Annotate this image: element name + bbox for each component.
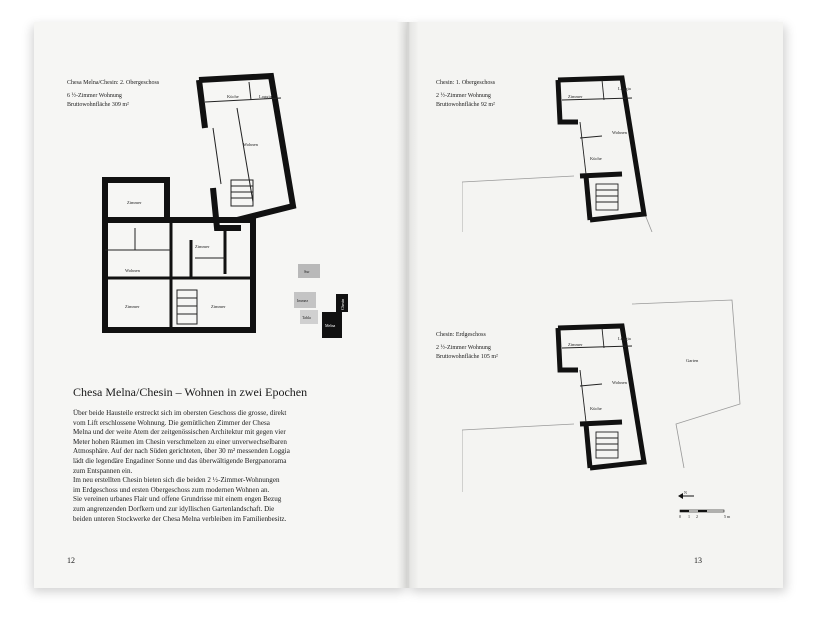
plan-label-kueche: Küche bbox=[227, 94, 239, 99]
page-number-right: 13 bbox=[694, 556, 702, 565]
scale-tick: 1 bbox=[688, 514, 690, 519]
left-caption-title: Chesa Melna/Chesin: 2. Obergeschoss bbox=[67, 80, 160, 86]
scale-tick: 5 m bbox=[724, 514, 731, 519]
body-line: Meter hohen Räumen im Chesin verschmelze… bbox=[73, 437, 287, 446]
body-line: lädt die legendäre Engadiner Sonne und d… bbox=[73, 456, 287, 465]
site-label-tabla: Tabla bbox=[302, 315, 311, 320]
lower-label-garten: Garten bbox=[686, 358, 699, 363]
body-line: Über beide Hausteile erstreckt sich im o… bbox=[73, 409, 287, 417]
scale-bar: N 0 1 2 5 m bbox=[678, 490, 731, 519]
upper-caption-title: Chesin: 1. Obergeschoss bbox=[436, 80, 496, 86]
site-label-sur: Sur bbox=[304, 269, 310, 274]
plan-label-zimmer-a: Zimmer bbox=[127, 200, 142, 205]
plan-label-zimmer-b: Zimmer bbox=[195, 244, 210, 249]
plan-label-wohnen-mid: Wohnen bbox=[125, 268, 141, 273]
site-key-plan: Sur Immez Tabla Melna Chesin bbox=[294, 264, 348, 338]
article-heading: Chesa Melna/Chesin – Wohnen in zwei Epoc… bbox=[73, 385, 308, 399]
left-caption-unit: 6 ½-Zimmer Wohnung bbox=[67, 93, 122, 99]
upper-plan-caption: Chesin: 1. Obergeschoss 2 ½-Zimmer Wohnu… bbox=[436, 79, 495, 110]
lower-label-zimmer: Zimmer bbox=[568, 342, 583, 347]
plan-label-loggia: Loggia bbox=[259, 94, 272, 99]
lower-label-kueche: Küche bbox=[590, 406, 602, 411]
article-body: Über beide Hausteile erstreckt sich im o… bbox=[73, 409, 373, 524]
body-line: im Erdgeschoss und ersten Obergeschoss z… bbox=[73, 485, 270, 494]
plan-label-zimmer-d: Zimmer bbox=[211, 304, 226, 309]
scale-tick: 2 bbox=[696, 514, 698, 519]
body-line: Sie vereinen urbanes Flair und offene Gr… bbox=[73, 495, 282, 504]
lower-caption-unit: 2 ½-Zimmer Wohnung bbox=[436, 345, 491, 351]
lower-floor-plan: Zimmer Loggia Wohnen Küche Garten bbox=[462, 299, 741, 492]
site-label-chesin: Chesin bbox=[340, 299, 345, 310]
body-line: Im neu erstellten Chesin bieten sich die… bbox=[73, 476, 280, 485]
body-line: zum angrenzenden Dorfkern und zur idylli… bbox=[73, 504, 275, 513]
plan-label-wohnen-top: Wohnen bbox=[243, 142, 259, 147]
lower-plan-caption: Chesin: Erdgeschoss 2 ½-Zimmer Wohnung B… bbox=[436, 331, 498, 362]
upper-floor-plan: Zimmer Loggia Wohnen Küche bbox=[462, 75, 653, 232]
body-line: vom Lift erschlossene Wohnung. Die gemüt… bbox=[73, 418, 270, 427]
left-plan-caption: Chesa Melna/Chesin: 2. Obergeschoss 6 ½-… bbox=[67, 79, 159, 110]
body-line: zum Entspannen ein. bbox=[73, 466, 133, 475]
north-label: N bbox=[684, 490, 687, 495]
right-page bbox=[407, 22, 783, 588]
upper-label-wohnen: Wohnen bbox=[612, 130, 628, 135]
lower-label-wohnen: Wohnen bbox=[612, 380, 628, 385]
site-label-immez: Immez bbox=[297, 298, 308, 303]
body-line: Melna und der weite Atem der zeitgenössi… bbox=[73, 428, 286, 437]
lower-label-loggia: Loggia bbox=[618, 336, 631, 341]
body-line: Atmosphäre. Auf der nach Süden gerichtet… bbox=[73, 447, 290, 456]
plan-label-zimmer-c: Zimmer bbox=[125, 304, 140, 309]
upper-label-zimmer: Zimmer bbox=[568, 94, 583, 99]
upper-caption-area: Bruttowohnfläche 92 m² bbox=[436, 102, 495, 108]
north-arrow-icon bbox=[678, 493, 694, 499]
page-number-left: 12 bbox=[67, 556, 75, 565]
body-line: beiden unteren Stockwerke der Chesa Meln… bbox=[73, 514, 287, 523]
left-caption-area: Bruttowohnfläche 309 m² bbox=[67, 102, 129, 108]
site-label-melna: Melna bbox=[325, 323, 335, 328]
upper-label-loggia: Loggia bbox=[618, 86, 631, 91]
scale-tick: 0 bbox=[679, 514, 681, 519]
lower-caption-title: Chesin: Erdgeschoss bbox=[436, 332, 486, 338]
left-floor-plan: Küche Loggia Wohnen Zimmer Zimmer Wohnen… bbox=[102, 72, 297, 333]
upper-label-kueche: Küche bbox=[590, 156, 602, 161]
upper-caption-unit: 2 ½-Zimmer Wohnung bbox=[436, 93, 491, 99]
lower-caption-area: Bruttowohnfläche 105 m² bbox=[436, 354, 498, 360]
